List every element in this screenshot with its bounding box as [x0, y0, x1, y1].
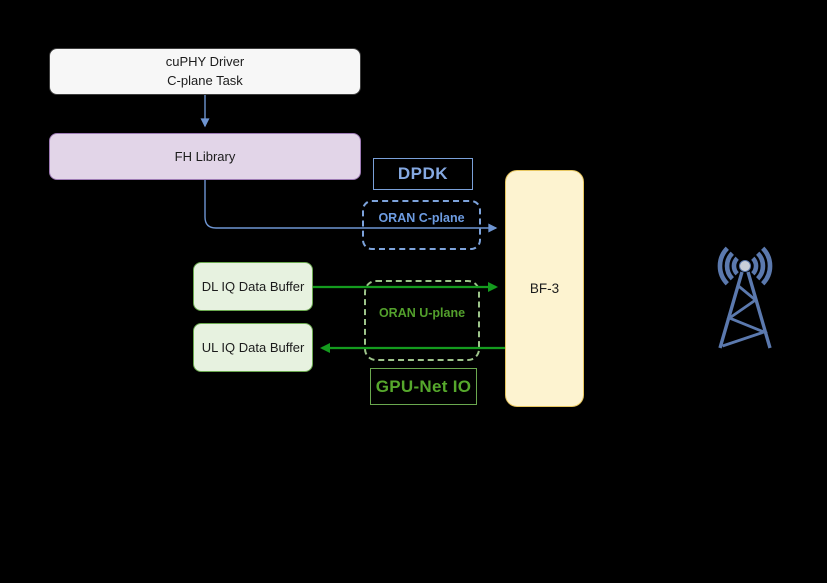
radio-tower-icon: [717, 246, 773, 349]
dpdk-box: DPDK: [373, 158, 473, 190]
oran-uplane-box: ORAN U-plane: [364, 280, 480, 361]
oran-cplane-label: ORAN C-plane: [378, 211, 465, 225]
dl-iq-buffer-label: DL IQ Data Buffer: [201, 279, 305, 294]
fh-library-box: FH Library: [49, 133, 361, 180]
bf3-label: BF-3: [529, 281, 560, 296]
gpu-net-io-box: GPU-Net IO: [370, 368, 477, 405]
gpu-net-io-label: GPU-Net IO: [375, 376, 472, 396]
oran-cplane-box: ORAN C-plane: [362, 200, 481, 250]
oran-uplane-label: ORAN U-plane: [378, 306, 466, 320]
bf3-box: BF-3: [505, 170, 584, 407]
ul-iq-buffer-box: UL IQ Data Buffer: [193, 323, 313, 372]
cuphy-driver-label-line2: C-plane Task: [167, 72, 243, 88]
cuphy-driver-box: cuPHY Driver C-plane Task: [49, 48, 361, 95]
dl-iq-buffer-box: DL IQ Data Buffer: [193, 262, 313, 311]
ul-iq-buffer-label: UL IQ Data Buffer: [201, 340, 305, 355]
cuphy-driver-label-line1: cuPHY Driver: [165, 53, 245, 69]
fh-library-label: FH Library: [174, 149, 236, 164]
dpdk-label: DPDK: [397, 164, 449, 183]
